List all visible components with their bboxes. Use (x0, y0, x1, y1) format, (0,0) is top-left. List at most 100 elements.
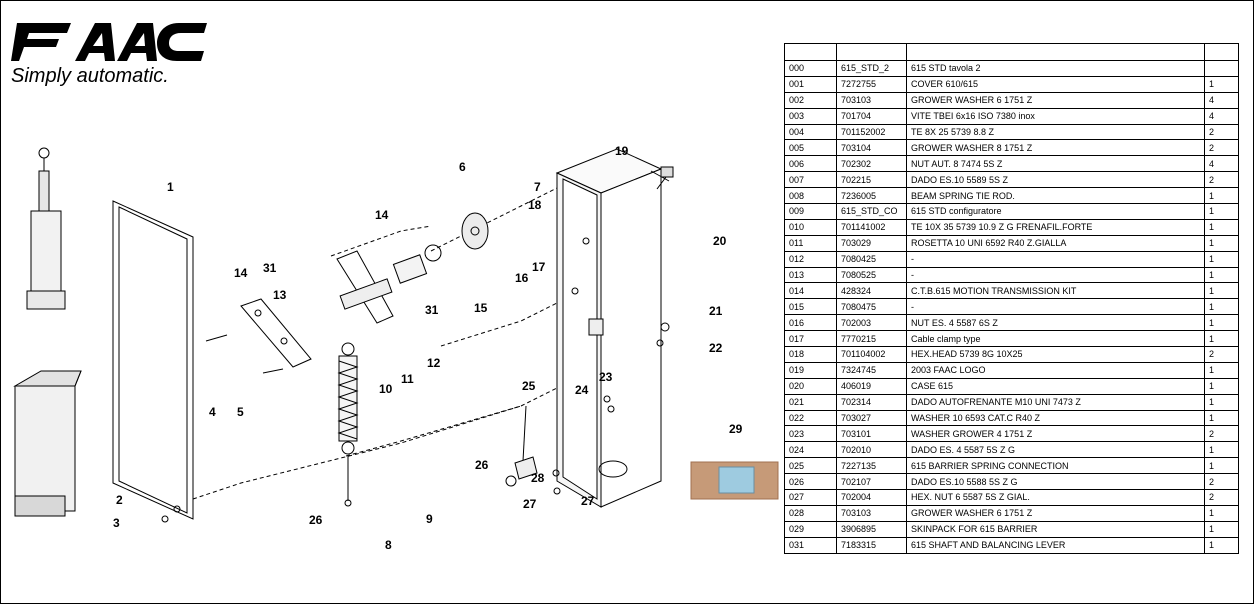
cell-qty: 1 (1204, 314, 1239, 332)
cell-qty: 1 (1204, 457, 1239, 475)
callout-8: 8 (385, 538, 392, 552)
part-29-skinpack (690, 461, 779, 500)
cell-qty: 1 (1204, 234, 1239, 252)
cell-qty: 2 (1204, 473, 1239, 491)
cell-qty: 2 (1204, 139, 1239, 157)
cell-qty: 1 (1204, 218, 1239, 236)
part-10-spring (337, 342, 359, 507)
cell-description: DADO ES.10 5589 5S Z (906, 171, 1205, 189)
cell-description: Cable clamp type (906, 330, 1205, 348)
callout-25: 25 (522, 379, 536, 393)
cell-code: 7183315 (836, 536, 907, 554)
callout-1: 1 (167, 180, 174, 194)
cell-description: SKINPACK FOR 615 BARRIER (906, 520, 1205, 538)
cell-qty: 1 (1204, 266, 1239, 284)
cell-code: 702314 (836, 393, 907, 411)
cell-description: 615 STD tavola 2 (906, 60, 1205, 77)
cell-code: 428324 (836, 282, 907, 300)
callout-10: 10 (379, 382, 393, 396)
part-6-flange (461, 212, 489, 250)
cell-code: 702215 (836, 171, 907, 189)
callout-14-top: 14 (375, 208, 389, 222)
table-header-row (784, 43, 1239, 61)
cell-pos: 012 (784, 250, 837, 268)
callout-22: 22 (709, 341, 723, 355)
callout-18: 18 (528, 198, 542, 212)
cell-description: HEX. NUT 6 5587 5S Z GIAL. (906, 489, 1205, 506)
callout-14-side: 14 (234, 266, 248, 280)
callout-9: 9 (426, 512, 433, 526)
cell-code: 703104 (836, 139, 907, 157)
cell-pos: 014 (784, 282, 837, 300)
callout-31-left: 31 (263, 261, 277, 275)
faac-logo (11, 23, 207, 61)
cell-description: GROWER WASHER 8 1751 Z (906, 139, 1205, 157)
cell-qty: 1 (1204, 520, 1239, 538)
cell-pos: 020 (784, 377, 837, 395)
cell-pos: 015 (784, 298, 837, 316)
cell-code: 7272755 (836, 75, 907, 93)
cell-description: 615 STD configuratore (906, 203, 1205, 220)
header-qty (1204, 43, 1239, 61)
cell-pos: 028 (784, 504, 837, 522)
callout-27-left: 27 (523, 497, 537, 511)
cell-code: 703103 (836, 504, 907, 522)
part-19-logo (656, 166, 674, 190)
callout-17: 17 (532, 260, 546, 274)
callout-labels: 1 2 3 4 5 6 7 8 9 10 11 12 13 14 14 15 1… (113, 144, 743, 552)
callout-15: 15 (474, 301, 488, 315)
callout-6: 6 (459, 160, 466, 174)
cell-code: 3906895 (836, 520, 907, 538)
cell-pos: 013 (784, 266, 837, 284)
callout-13: 13 (273, 288, 287, 302)
cell-pos: 025 (784, 457, 837, 475)
cell-qty: 1 (1204, 441, 1239, 459)
cell-qty: 1 (1204, 330, 1239, 348)
callout-27-right: 27 (581, 494, 595, 508)
cell-description: TE 8X 25 5739 8.8 Z (906, 123, 1205, 141)
cell-code: 702004 (836, 489, 907, 506)
dashed-leaders (192, 185, 562, 500)
callout-23: 23 (599, 370, 613, 384)
cell-description: DADO AUTOFRENANTE M10 UNI 7473 Z (906, 393, 1205, 411)
cell-code: 7080475 (836, 298, 907, 316)
callout-26-right: 26 (475, 458, 489, 472)
cell-qty: 1 (1204, 361, 1239, 379)
cell-code: 7080425 (836, 250, 907, 268)
cell-code: 7236005 (836, 187, 907, 205)
cell-description: CASE 615 (906, 377, 1205, 395)
callout-16: 16 (515, 271, 529, 285)
cell-qty: 4 (1204, 155, 1239, 173)
cell-code: 702107 (836, 473, 907, 491)
callout-2: 2 (116, 493, 123, 507)
callout-19: 19 (615, 144, 629, 158)
cell-pos: 022 (784, 409, 837, 427)
callout-7: 7 (534, 180, 541, 194)
callout-24: 24 (575, 383, 589, 397)
cell-code: 406019 (836, 377, 907, 395)
cell-code: 701704 (836, 107, 907, 125)
part-1-cover (112, 200, 194, 520)
cell-description: GROWER WASHER 6 1751 Z (906, 91, 1205, 109)
cell-code: 615_STD_CO (836, 203, 907, 220)
cell-code: 703101 (836, 425, 907, 443)
cell-code: 703027 (836, 409, 907, 427)
cell-pos: 002 (784, 91, 837, 109)
cell-pos: 007 (784, 171, 837, 189)
cell-description: - (906, 298, 1205, 316)
